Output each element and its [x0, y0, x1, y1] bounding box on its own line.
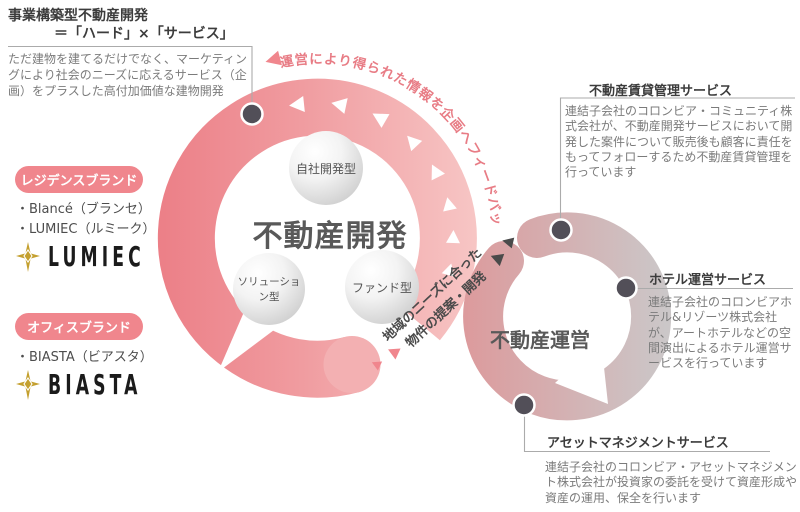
- dot-development: [240, 102, 264, 126]
- connector-lines: [8, 45, 795, 453]
- lumiec-wordmark: LUMIEC: [48, 241, 145, 273]
- residence-brand-badge: レジデンスブランド: [15, 166, 143, 193]
- residence-brand-item: ・LUMIEC（ルミーク）: [16, 222, 156, 237]
- operation-circle-label: 不動産運営: [490, 328, 590, 352]
- office-brand-badge: オフィスブランド: [15, 313, 143, 340]
- leasing-service-title: 不動産賃貸管理サービス: [589, 84, 733, 99]
- asset-service-title: アセットマネジメントサービス: [547, 436, 729, 451]
- operation-ring-notch: [555, 340, 608, 404]
- flow-arrows-white: [289, 96, 460, 277]
- residence-brand-item: ・Blancé（ブランセ）: [16, 202, 151, 217]
- hotel-service-description: 連結子会社のコロンビアホテル&リゾーツ株式会社が、アートホテルなどの空間演出によ…: [648, 295, 793, 371]
- biasta-wordmark: BIASTA: [48, 369, 142, 401]
- sparkle-icon: [16, 370, 40, 400]
- ring-tail-cap: [323, 336, 381, 393]
- lumiec-logo: LUMIEC: [16, 241, 166, 273]
- connector-dots: [240, 102, 638, 417]
- business-model-formula: ＝「ハード」×「サービス」: [54, 26, 234, 42]
- leasing-service-description: 連結子会社のコロンビア・コミュニティ株式会社が、不動産開発サービスにおいて開発し…: [565, 104, 793, 180]
- biasta-logo: BIASTA: [16, 369, 162, 401]
- sphere-self-development: 自社開発型: [289, 131, 363, 205]
- sphere-fund: ファンド型: [345, 250, 419, 324]
- asset-service-description: 連結子会社のコロンビア・アセットマネジメント株式会社が投資家の委託を受けて資産形…: [545, 460, 798, 505]
- sparkle-icon: [16, 242, 40, 272]
- dot-asset: [512, 393, 536, 417]
- transition-arrows-pink: [371, 348, 401, 371]
- business-model-title: 事業構築型不動産開発: [8, 8, 148, 24]
- hotel-service-title: ホテル運営サービス: [649, 273, 767, 288]
- office-brand-item: ・BIASTA（ビアスタ）: [16, 350, 153, 365]
- dot-hotel: [614, 276, 638, 300]
- feedback-arrowhead-icon: [265, 50, 282, 66]
- operation-ring: [463, 212, 672, 421]
- sphere-solution: ソリューション型: [233, 253, 305, 325]
- dot-leasing: [549, 218, 573, 242]
- transition-arrows-dark: [490, 237, 515, 267]
- business-model-description: ただ建物を建てるだけでなく、マーケティングにより社会のニーズに応えるサービス（企…: [8, 52, 248, 98]
- development-circle-label: 不動産開発: [252, 219, 408, 254]
